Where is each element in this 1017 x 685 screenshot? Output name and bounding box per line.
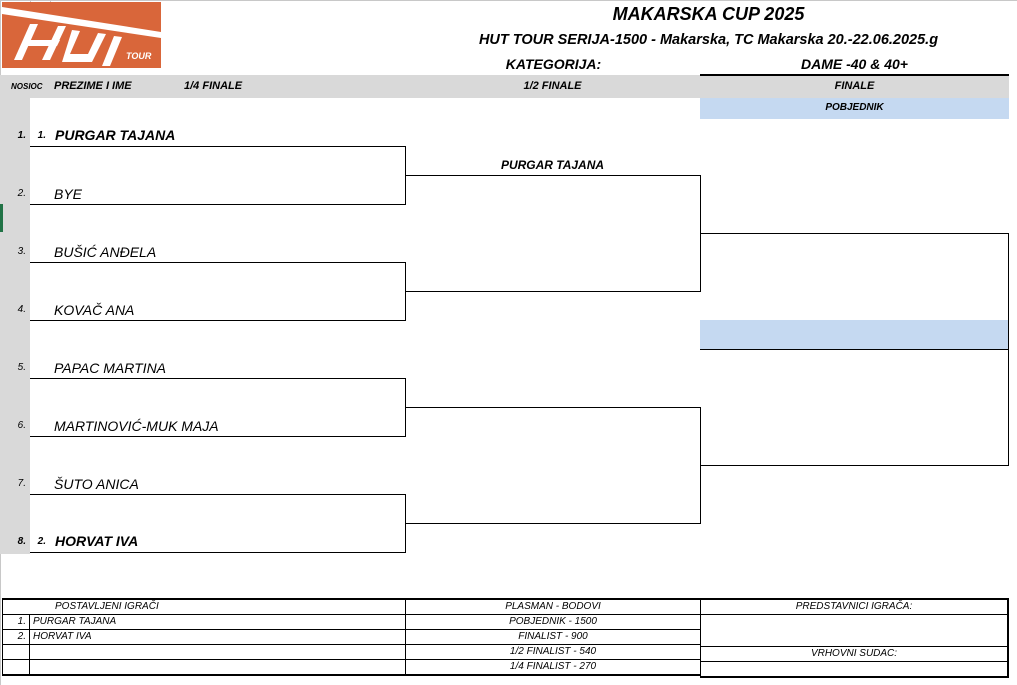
col-seed-header: NOSIOC [11, 82, 43, 91]
col-quarter-header: 1/4 FINALE [184, 80, 243, 92]
bracket-line [30, 262, 406, 263]
col-semi-header: 1/2 FINALE [523, 80, 582, 92]
bracket-line [30, 204, 406, 205]
bracket-line [30, 494, 406, 495]
draw-player[interactable]: PAPAC MARTINA [54, 360, 167, 376]
gridline [0, 0, 1017, 1]
winner-header: POBJEDNIK [825, 102, 884, 113]
draw-player[interactable]: BUŠIĆ ANĐELA [54, 244, 157, 260]
bracket-line [700, 465, 1009, 466]
event-subtitle: HUT TOUR SERIJA-1500 - Makarska, TC Maka… [478, 32, 939, 48]
draw-player[interactable]: HORVAT IVA [55, 533, 139, 549]
draw-position: 7. [17, 478, 26, 489]
winner-band [700, 98, 1009, 119]
seeded-name [29, 659, 406, 676]
points-row: 1/2 FINALIST - 540 [405, 644, 701, 660]
draw-player[interactable]: BYE [54, 186, 83, 202]
draw-player[interactable]: ŠUTO ANICA [54, 476, 139, 492]
svg-text:TOUR: TOUR [126, 51, 152, 61]
bracket-line [1008, 233, 1009, 466]
category-value: DAME -40 & 40+ [801, 56, 908, 72]
bracket-line [30, 552, 406, 553]
bracket-line [30, 320, 406, 321]
divider [700, 74, 1009, 76]
draw-player[interactable]: MARTINOVIĆ-MUK MAJA [54, 418, 219, 434]
points-row: POBJEDNIK - 1500 [405, 614, 701, 630]
bracket-line [30, 378, 406, 379]
bracket-line [30, 146, 406, 147]
draw-seed: 1. [37, 130, 46, 141]
draw-position: 2. [17, 188, 26, 199]
reps-label: PREDSTAVNICI IGRAČA: [700, 598, 1009, 615]
points-row: FINALIST - 900 [405, 629, 701, 645]
bracket-line [405, 175, 701, 176]
seeded-name: HORVAT IVA [29, 629, 406, 645]
draw-position: 3. [17, 246, 26, 257]
officials-table: PREDSTAVNICI IGRAČA: VRHOVNI SUDAC: [700, 598, 1009, 678]
bracket-line [405, 523, 701, 524]
draw-player[interactable]: PURGAR TAJANA [55, 127, 176, 143]
draw-player[interactable]: KOVAČ ANA [54, 302, 135, 318]
points-header: PLASMAN - BODOVI [405, 598, 701, 615]
logo-graphic: TOUR [2, 7, 161, 66]
reps-field[interactable] [700, 614, 1009, 647]
quarter-winner[interactable]: PURGAR TAJANA [500, 158, 605, 172]
bracket-line [700, 233, 1009, 234]
column-header-band [0, 75, 1009, 98]
draw-position: 8. [17, 536, 26, 547]
bracket-line [405, 407, 701, 408]
draw-position: 1. [17, 130, 26, 141]
seeded-num: 1. [2, 614, 30, 630]
bracket-line [30, 436, 406, 437]
draw-seed: 2. [37, 536, 46, 547]
row-selection-marker [0, 204, 3, 232]
draw-position: 5. [17, 362, 26, 373]
seeded-header: POSTAVLJENI IGRAČI [2, 598, 406, 615]
col-final-header: FINALE [834, 80, 875, 92]
col-name-header: PREZIME I IME [54, 80, 132, 92]
points-table: PLASMAN - BODOVI POBJEDNIK - 1500 FINALI… [405, 598, 701, 676]
final-winner-cell[interactable] [700, 320, 1009, 349]
seeded-num [2, 659, 30, 676]
category-label: KATEGORIJA: [505, 56, 602, 72]
hut-tour-logo: TOUR [2, 2, 161, 68]
seeded-name [29, 644, 406, 660]
event-title: MAKARSKA CUP 2025 [612, 4, 805, 24]
referee-label: VRHOVNI SUDAC: [700, 646, 1009, 662]
referee-field[interactable] [700, 661, 1009, 678]
draw-position: 4. [17, 304, 26, 315]
seeded-num: 2. [2, 629, 30, 645]
seeded-num [2, 644, 30, 660]
points-row: 1/4 FINALIST - 270 [405, 659, 701, 676]
bracket-line [700, 349, 1009, 350]
seeded-players-table: POSTAVLJENI IGRAČI 1.PURGAR TAJANA 2.HOR… [2, 598, 406, 676]
seeded-name: PURGAR TAJANA [29, 614, 406, 630]
seed-column-strip [0, 98, 30, 554]
bracket-line [405, 291, 701, 292]
draw-position: 6. [17, 420, 26, 431]
